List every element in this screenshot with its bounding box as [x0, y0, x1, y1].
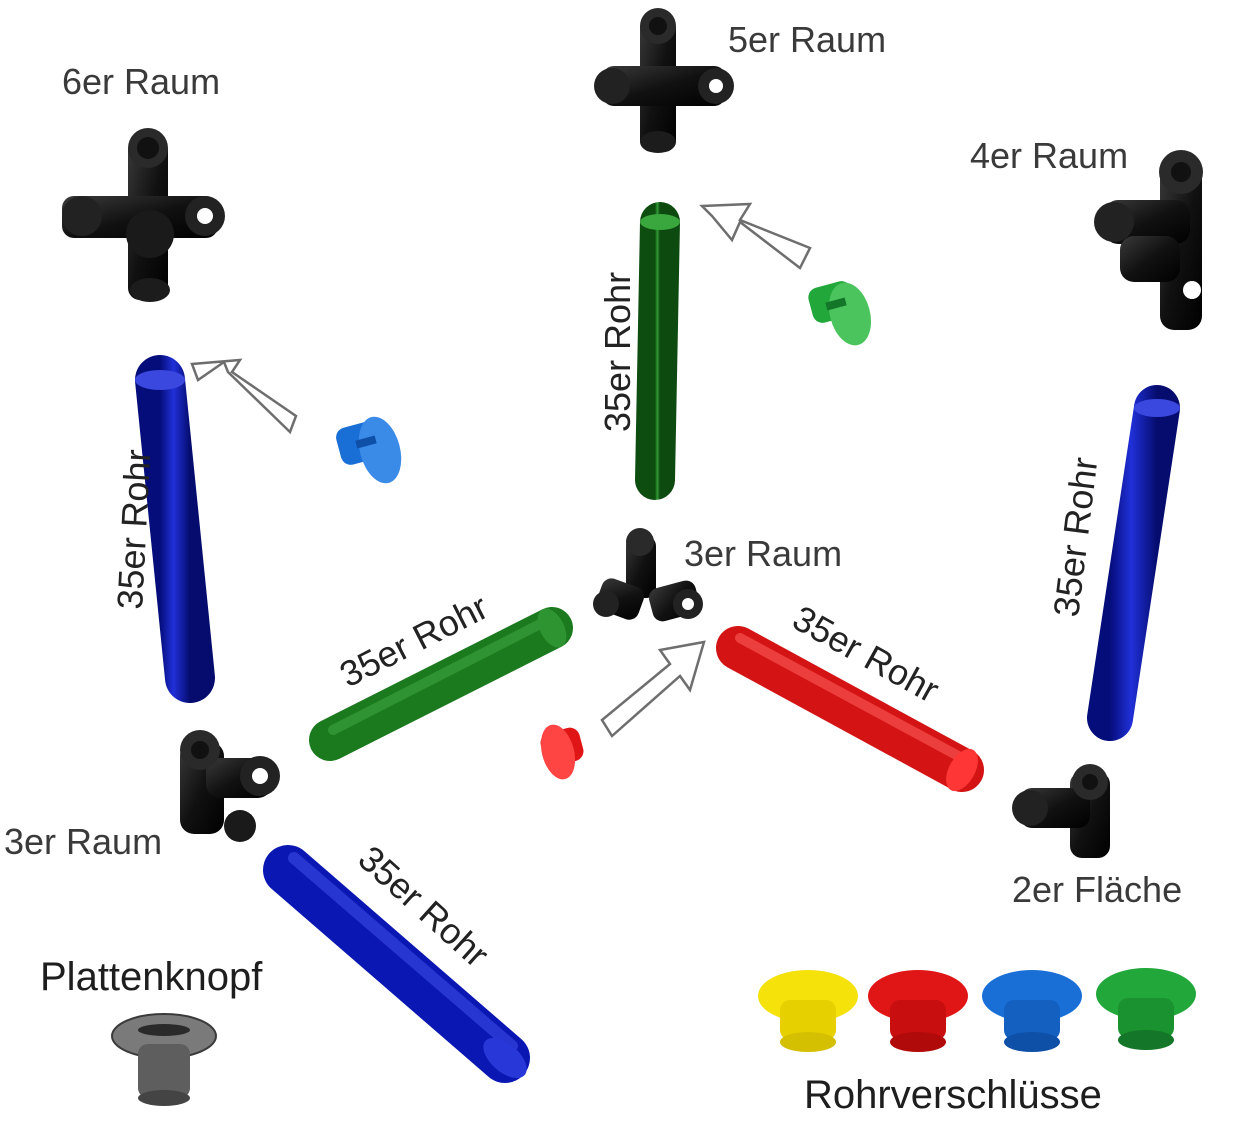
- tube-bottom-diagonal: [263, 845, 530, 1083]
- plattenknopf-knob: [111, 1013, 217, 1106]
- arrow-center: [600, 640, 706, 738]
- label-6er-raum: 6er Raum: [62, 61, 220, 102]
- connector-3er-raum-left: [180, 730, 280, 842]
- cap-blue: [982, 970, 1082, 1052]
- label-3er-raum-center: 3er Raum: [684, 533, 842, 574]
- connector-5er-raum: [594, 8, 734, 153]
- arrow-left: [190, 358, 298, 435]
- label-5er-raum: 5er Raum: [728, 19, 886, 60]
- tube-left-vertical: [135, 355, 215, 703]
- label-3er-raum-left: 3er Raum: [4, 821, 162, 862]
- cap-yellow: [758, 970, 858, 1052]
- tube-right-vertical: [1087, 385, 1180, 741]
- tube-label-right-vertical: 35er Rohr: [1045, 455, 1105, 619]
- cap-row: [758, 968, 1196, 1052]
- cap-blue-left: [336, 416, 402, 484]
- connector-4er-raum: [1094, 150, 1203, 330]
- connector-3er-raum-center: [593, 528, 703, 622]
- arrow-upper: [699, 202, 812, 270]
- connector-6er-raum: [62, 128, 225, 302]
- tube-label-center-vertical: 35er Rohr: [597, 272, 638, 432]
- tube-center-vertical: [635, 202, 680, 500]
- tube-label-left-vertical: 35er Rohr: [109, 448, 158, 610]
- tube-center-right-diagonal: [716, 626, 984, 792]
- label-4er-raum: 4er Raum: [970, 135, 1128, 176]
- connector-2er-flaeche: [1012, 764, 1110, 858]
- cap-green-right: [808, 281, 872, 346]
- cap-red-center: [540, 724, 584, 780]
- cap-red: [868, 970, 968, 1052]
- label-rohrverschluesse: Rohrverschlüsse: [804, 1073, 1102, 1117]
- cap-green: [1096, 968, 1196, 1050]
- tube-center-left-diagonal: [309, 607, 573, 761]
- label-2er-flaeche: 2er Fläche: [1012, 869, 1182, 910]
- label-plattenknopf: Plattenknopf: [40, 955, 263, 999]
